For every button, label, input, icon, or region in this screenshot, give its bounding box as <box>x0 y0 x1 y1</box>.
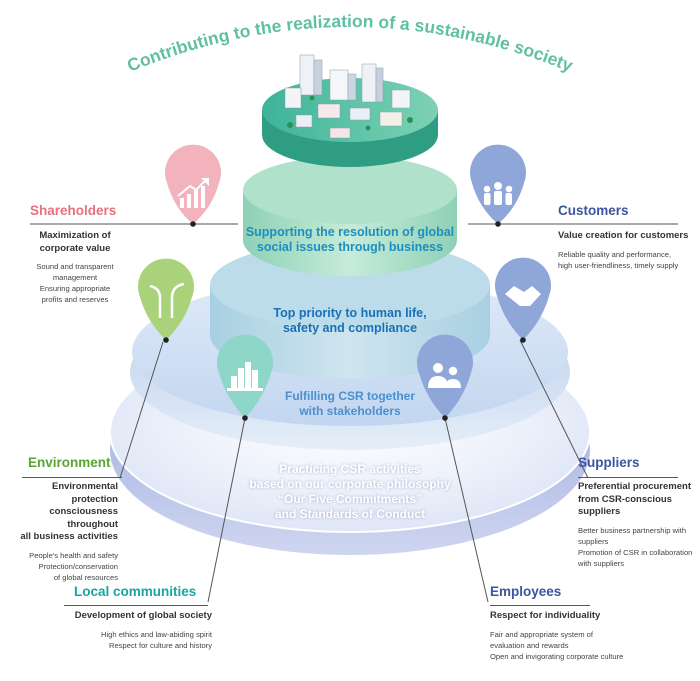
suppliers-title: Suppliers <box>578 455 640 470</box>
environment-title: Environment <box>28 455 111 470</box>
pin-shareholders <box>165 144 222 227</box>
local-details: High ethics and law-abiding spirit Respe… <box>52 629 212 651</box>
tier-1-line2: social issues through business <box>256 240 444 254</box>
shareholders-detail-1: Sound and transparent <box>36 262 114 271</box>
environment-sub-3: all business activities <box>20 531 118 542</box>
customers-sub: Value creation for customers <box>558 230 698 243</box>
shareholders-detail-3: Ensuring appropriate <box>39 284 111 293</box>
city-buildings <box>284 54 411 139</box>
group-customers: Customers Value creation for customers R… <box>558 203 698 271</box>
suppliers-sub-3: suppliers <box>578 506 621 517</box>
city-trees <box>287 95 413 131</box>
employees-detail-1: Fair and appropriate system of <box>490 629 593 639</box>
group-environment: Environment Environmental protection con… <box>6 455 118 583</box>
tier-3-line1: Fulfilling CSR together <box>285 389 415 403</box>
environment-details: People's health and safety Protection/co… <box>6 550 118 583</box>
pin-local-communities <box>217 334 273 421</box>
shareholders-sub: Maximization of corporate value <box>20 230 130 255</box>
suppliers-detail-4: with suppliers <box>578 558 625 568</box>
suppliers-detail-3: Promotion of CSR in collaboration <box>578 547 693 557</box>
person-couple-icon <box>428 363 461 388</box>
environment-rule <box>22 477 122 478</box>
base-line2: based on our corporate philosophy <box>249 477 451 491</box>
chart-growth-icon <box>177 178 209 208</box>
pin-environment <box>138 258 194 343</box>
group-suppliers: Suppliers Preferential procurement from … <box>578 455 698 569</box>
employees-detail-2: evaluation and rewards <box>490 640 569 650</box>
shareholders-title: Shareholders <box>30 203 117 218</box>
employees-title: Employees <box>490 584 562 599</box>
suppliers-sub-1: Preferential procurement <box>578 481 691 492</box>
tier-3-line2: with stakeholders <box>299 404 401 418</box>
environment-detail-3: of global resources <box>53 572 118 582</box>
group-employees: Employees Respect for individuality Fair… <box>490 584 660 662</box>
local-detail-1: High ethics and law-abiding spirit <box>100 629 212 639</box>
customers-detail-2: high user-friendliness, timely supply <box>558 260 679 270</box>
employees-details: Fair and appropriate system of evaluatio… <box>490 629 660 662</box>
suppliers-sub-2: from CSR-conscious <box>578 493 672 505</box>
employees-sub: Respect for individuality <box>490 610 660 623</box>
customers-sub-1: Value creation for customers <box>558 230 689 241</box>
environment-sub-1: Environmental protection <box>52 481 118 505</box>
base-line4: and Standards of Conduct <box>275 507 425 521</box>
shareholders-sub-1: Maximization of <box>39 230 111 241</box>
city-buildings-icon <box>227 362 263 391</box>
tier-2-line1: Top priority to human life, <box>273 306 427 320</box>
tier-1-line1: Supporting the resolution of global <box>245 225 455 239</box>
employees-detail-3: Open and invigorating corporate culture <box>490 651 624 661</box>
customers-title: Customers <box>558 203 629 218</box>
handshake-icon <box>505 286 541 306</box>
base-line3: “Our Five Commitments” <box>277 492 423 506</box>
customers-details: Reliable quality and performance, high u… <box>558 249 698 271</box>
leader-lines <box>30 223 678 603</box>
tier-global-issues <box>243 156 457 276</box>
local-sub-1: Development of global society <box>74 610 212 621</box>
suppliers-details: Better business partnership with supplie… <box>578 525 698 569</box>
local-sub: Development of global society <box>52 610 212 623</box>
pin-suppliers <box>495 257 552 343</box>
tier-1-text: Supporting the resolution of global soci… <box>220 225 480 255</box>
headline-text: Contributing to the realization of a sus… <box>124 11 576 76</box>
tier-2-text: Top priority to human life, safety and c… <box>220 306 480 336</box>
group-shareholders: Shareholders Maximization of corporate v… <box>30 203 170 305</box>
sprout-icon <box>149 282 185 318</box>
local-rule <box>64 605 208 606</box>
environment-sub-2: consciousness throughout <box>49 506 118 530</box>
suppliers-detail-1: Better business partnership with <box>578 525 687 535</box>
base-text: Practicing CSR activities based on our c… <box>220 462 480 522</box>
suppliers-sub: Preferential procurement from CSR-consci… <box>578 481 698 519</box>
tier-3-text: Fulfilling CSR together with stakeholder… <box>230 389 470 419</box>
suppliers-rule <box>578 477 678 478</box>
shareholders-detail-4: profits and reserves <box>41 295 109 304</box>
tier-2-line2: safety and compliance <box>282 321 418 335</box>
people-group-icon <box>483 182 513 205</box>
city-disc <box>262 54 438 167</box>
pin-employees <box>417 334 474 421</box>
local-title: Local communities <box>74 584 197 599</box>
shareholders-sub-2: corporate value <box>39 242 111 254</box>
shareholders-detail-2: management <box>52 273 98 282</box>
suppliers-detail-2: suppliers <box>578 536 609 546</box>
environment-detail-2: Protection/conservation <box>38 561 118 571</box>
employees-rule <box>490 605 590 606</box>
environment-detail-1: People's health and safety <box>29 550 118 560</box>
customers-detail-1: Reliable quality and performance, <box>558 249 672 259</box>
employees-sub-1: Respect for individuality <box>490 610 601 621</box>
base-line1: Practicing CSR activities <box>279 462 421 476</box>
pin-customers <box>470 144 526 227</box>
environment-sub: Environmental protection consciousness t… <box>6 481 118 544</box>
group-local-communities: Local communities Development of global … <box>52 584 212 651</box>
shareholders-details: Sound and transparent management Ensurin… <box>20 261 130 305</box>
local-detail-2: Respect for culture and history <box>109 640 212 650</box>
